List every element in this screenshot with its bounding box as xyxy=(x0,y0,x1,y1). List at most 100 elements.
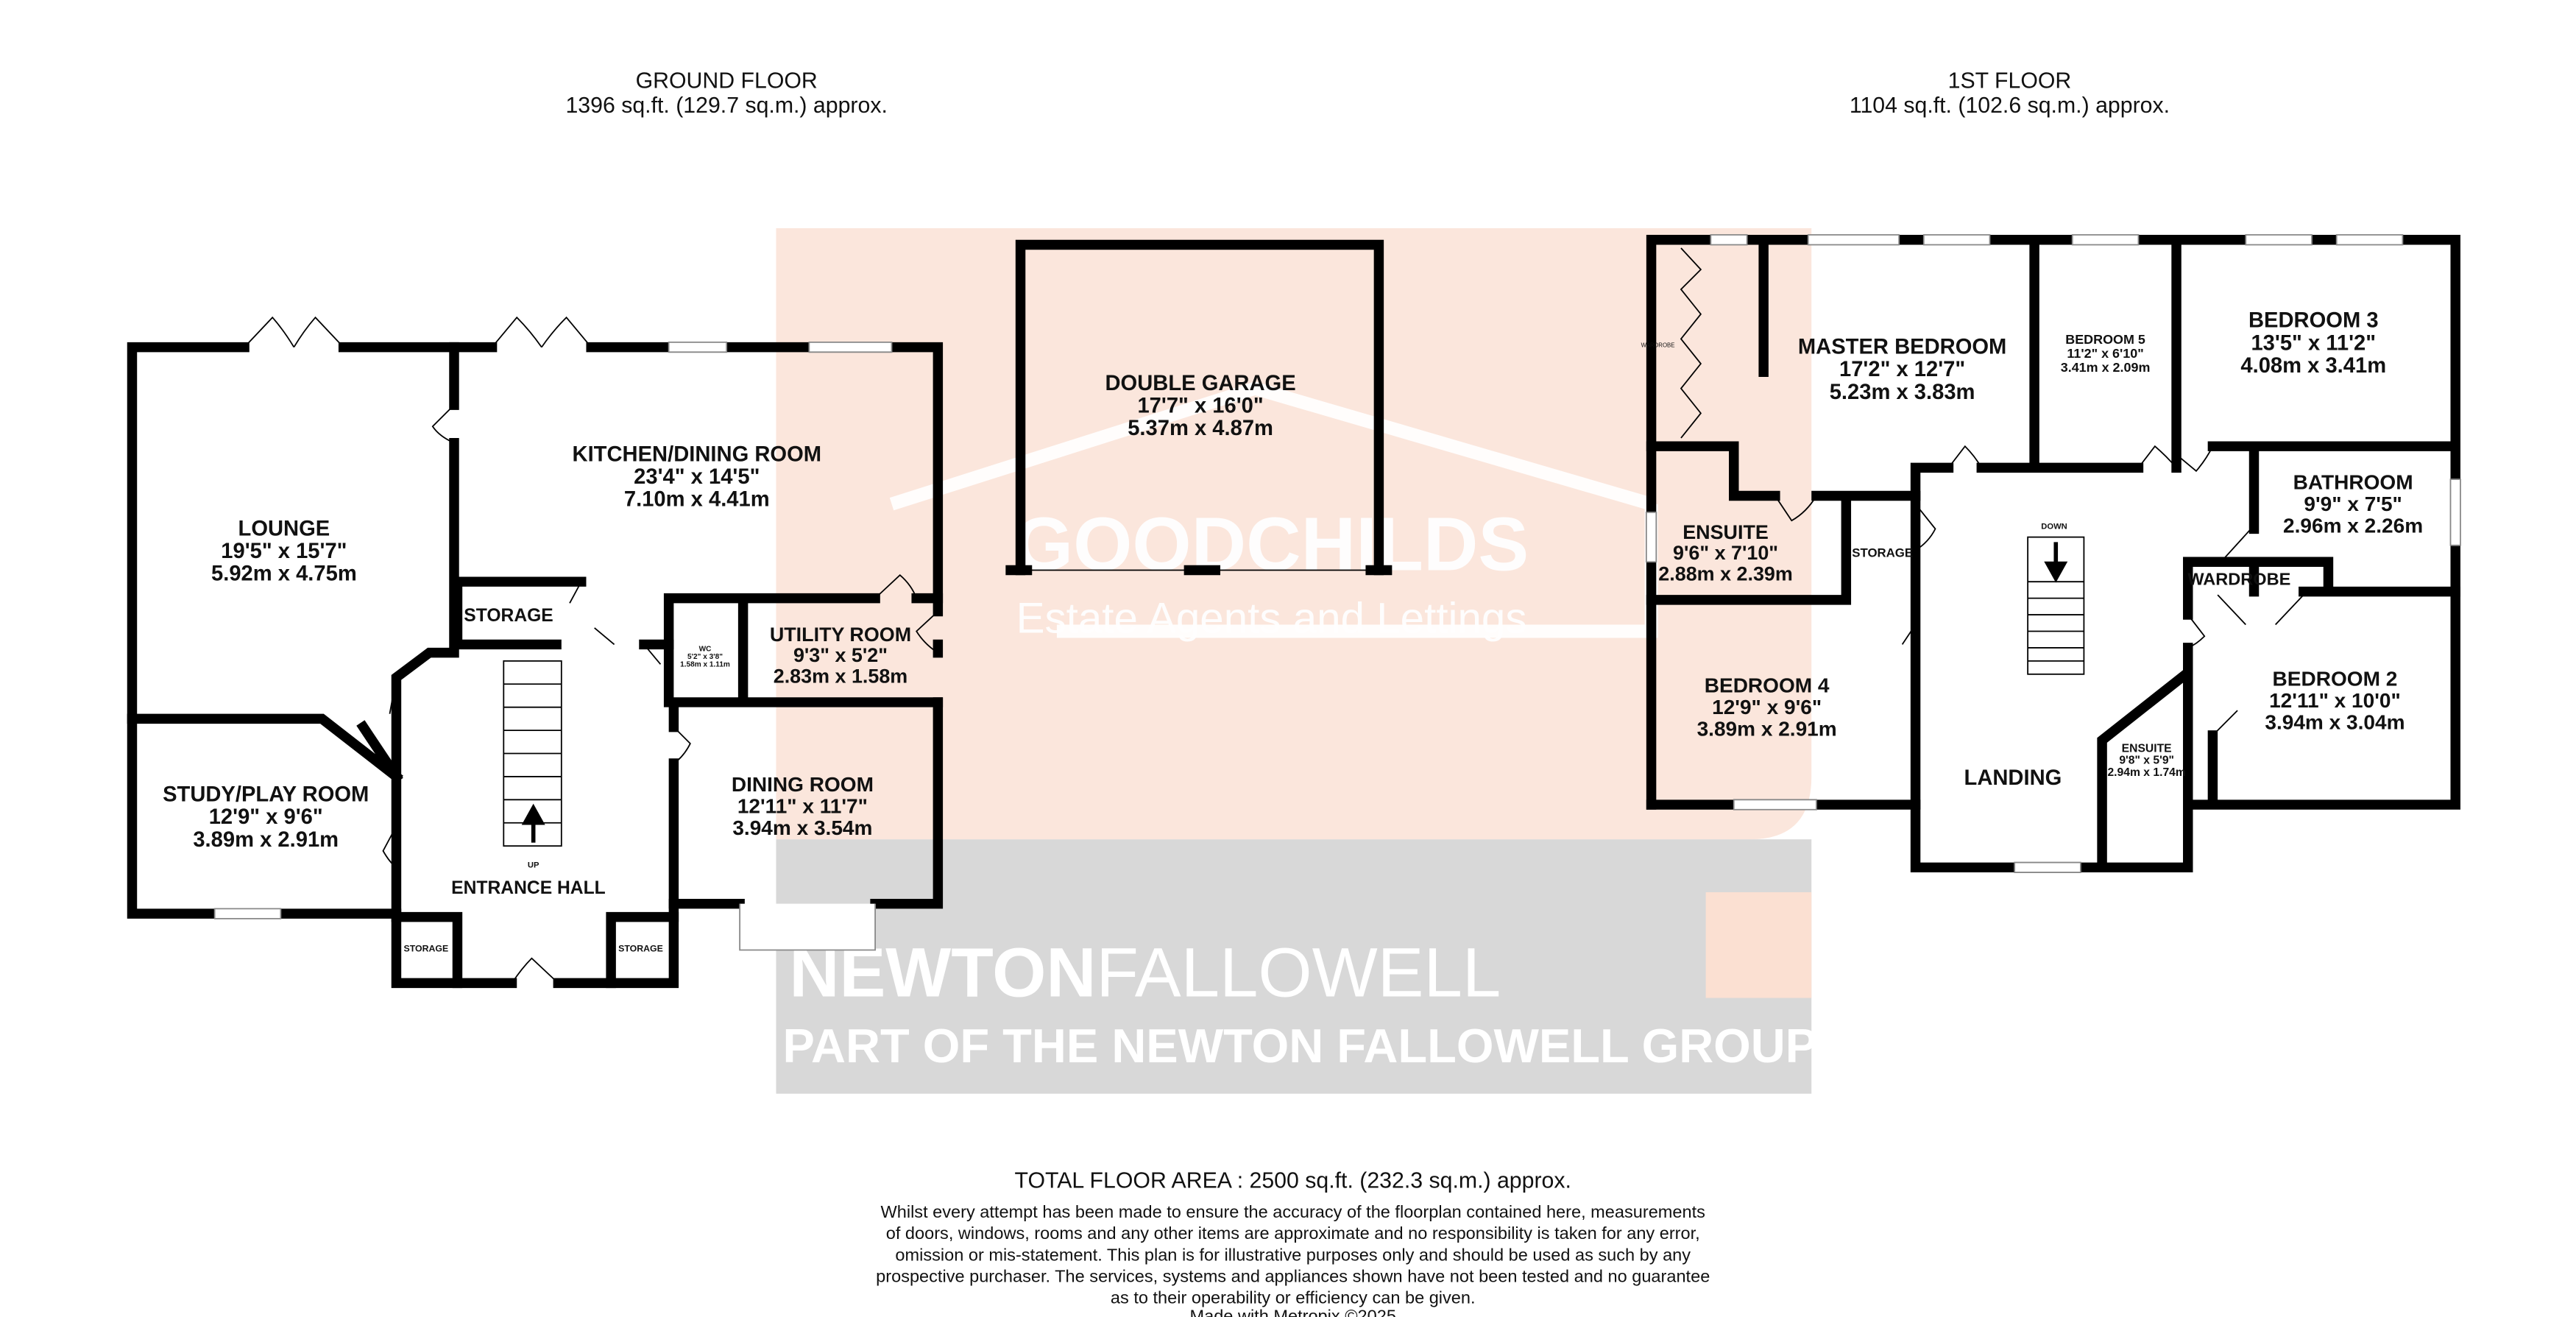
room-metric: 3.94m x 3.54m xyxy=(732,816,872,839)
room-metric: 2.94m x 1.74m xyxy=(2107,766,2185,779)
room-name: DOWN xyxy=(2041,522,2067,531)
room-imperial: 23'4" x 14'5" xyxy=(634,465,760,489)
watermark-brand1: GOODCHILDS xyxy=(1014,501,1529,586)
room-imperial: 19'5" x 15'7" xyxy=(221,540,347,563)
ground-floor-area: 1396 sq.ft. (129.7 sq.m.) approx. xyxy=(565,93,887,118)
room-name: STUDY/PLAY ROOM xyxy=(163,783,369,807)
room-metric: 1.58m x 1.11m xyxy=(680,661,730,669)
ground-floor-stairs[interactable] xyxy=(503,660,562,847)
room-label-up: UP xyxy=(528,861,539,869)
room-metric: 2.96m x 2.26m xyxy=(2283,514,2423,537)
disclaimer-line: Whilst every attempt has been made to en… xyxy=(881,1202,1705,1221)
ground-floor-walls xyxy=(127,316,944,989)
first-floor-area: 1104 sq.ft. (102.6 sq.m.) approx. xyxy=(1850,93,2170,118)
watermark-peach-panel xyxy=(776,228,1812,840)
room-name: STORAGE xyxy=(403,944,448,954)
room-label-wardrobe: WARDROBE xyxy=(2187,570,2290,589)
room-label-down: DOWN xyxy=(2041,522,2067,531)
room-label-storage: STORAGE xyxy=(618,944,663,954)
room-name: STORAGE xyxy=(618,944,663,954)
room-imperial: 13'5" x 11'2" xyxy=(2251,331,2376,355)
total-floor-area: TOTAL FLOOR AREA : 2500 sq.ft. (232.3 sq… xyxy=(1015,1169,1571,1193)
room-label-storage: STORAGE xyxy=(464,606,553,626)
room-label-storage: STORAGE xyxy=(403,944,448,954)
watermark-logo-badge xyxy=(1705,891,1812,998)
disclaimer-line: prospective purchaser. The services, sys… xyxy=(876,1266,1710,1285)
room-imperial: 11'2" x 6'10" xyxy=(2067,346,2143,361)
room-imperial: 17'2" x 12'7" xyxy=(1839,358,1965,381)
room-imperial: 12'9" x 9'6" xyxy=(209,805,323,829)
room-metric: 4.08m x 3.41m xyxy=(2240,354,2386,378)
garage-walls xyxy=(1005,239,1393,576)
first-floor-title: 1ST FLOOR xyxy=(1948,68,2072,93)
room-label-entrance-hall: ENTRANCE HALL xyxy=(451,878,606,898)
room-metric: 5.92m x 4.75m xyxy=(211,562,357,586)
room-name: STORAGE xyxy=(464,606,553,626)
room-imperial: 9'6" x 7'10" xyxy=(1673,542,1778,564)
watermark-grey-panel xyxy=(776,839,1812,1094)
room-name: LANDING xyxy=(1964,766,2062,790)
room-name: KITCHEN/DINING ROOM xyxy=(573,442,822,466)
room-name: DINING ROOM xyxy=(732,773,874,796)
room-name: WARDROBE xyxy=(2187,570,2290,589)
room-metric: 3.94m x 3.04m xyxy=(2265,710,2405,733)
room-metric: 5.23m x 3.83m xyxy=(1830,381,1975,404)
room-name: ENTRANCE HALL xyxy=(451,878,606,898)
stairs-up-arrow-icon xyxy=(521,803,545,843)
room-imperial: 17'7" x 16'0" xyxy=(1137,395,1263,418)
first-floor-walls xyxy=(1645,234,2461,873)
watermark: GOODCHILDS Estate Agents and Lettings NE… xyxy=(776,228,1817,1094)
room-name: BATHROOM xyxy=(2293,471,2413,494)
disclaimer-line: of doors, windows, rooms and any other i… xyxy=(886,1224,1700,1243)
watermark-brand1-tagline: Estate Agents and Lettings xyxy=(1016,595,1527,643)
room-imperial: 12'9" x 9'6" xyxy=(1712,696,1822,718)
credit: Made with Metropix ©2025 xyxy=(1190,1306,1396,1317)
room-imperial: 9'3" x 5'2" xyxy=(793,644,888,666)
room-imperial: 5'2" x 3'8" xyxy=(687,653,723,661)
disclaimer-line: as to their operability or efficiency ca… xyxy=(1111,1288,1476,1307)
room-metric: 3.41m x 2.09m xyxy=(2061,360,2151,375)
room-name: ENSUITE xyxy=(2122,742,2172,755)
room-imperial: 12'11" x 11'7" xyxy=(737,795,868,818)
disclaimer-line: omission or mis-statement. This plan is … xyxy=(895,1245,1691,1264)
room-name: BEDROOM 2 xyxy=(2273,668,2398,691)
room-name: UTILITY ROOM xyxy=(770,624,911,646)
room-name: BEDROOM 4 xyxy=(1705,674,1830,696)
disclaimer: Whilst every attempt has been made to en… xyxy=(876,1202,1710,1307)
room-name: LOUNGE xyxy=(238,517,330,540)
room-imperial: 12'11" x 10'0" xyxy=(2269,689,2401,712)
watermark-brand2-tagline: PART OF THE NEWTON FALLOWELL GROUP xyxy=(782,1019,1817,1073)
room-name: UP xyxy=(528,861,539,869)
room-imperial: 9'9" x 7'5" xyxy=(2304,492,2402,515)
room-metric: 5.37m x 4.87m xyxy=(1128,417,1273,440)
room-name: WARDROBE xyxy=(1641,342,1675,349)
room-name: STORAGE xyxy=(1852,546,1913,560)
room-metric: 2.88m x 2.39m xyxy=(1658,562,1793,585)
room-name: WC xyxy=(699,645,712,653)
room-name: DOUBLE GARAGE xyxy=(1105,372,1295,395)
room-label-wardrobe: WARDROBE xyxy=(1641,342,1675,349)
room-name: MASTER BEDROOM xyxy=(1798,336,2006,359)
room-label-landing: LANDING xyxy=(1964,766,2062,790)
watermark-brand2: NEWTONFALLOWELL xyxy=(789,933,1501,1011)
room-imperial: 9'8" x 5'9" xyxy=(2119,755,2174,767)
first-floor-stairs[interactable] xyxy=(2027,536,2085,675)
room-metric: 3.89m x 2.91m xyxy=(193,828,339,852)
room-metric: 7.10m x 4.41m xyxy=(624,488,770,512)
